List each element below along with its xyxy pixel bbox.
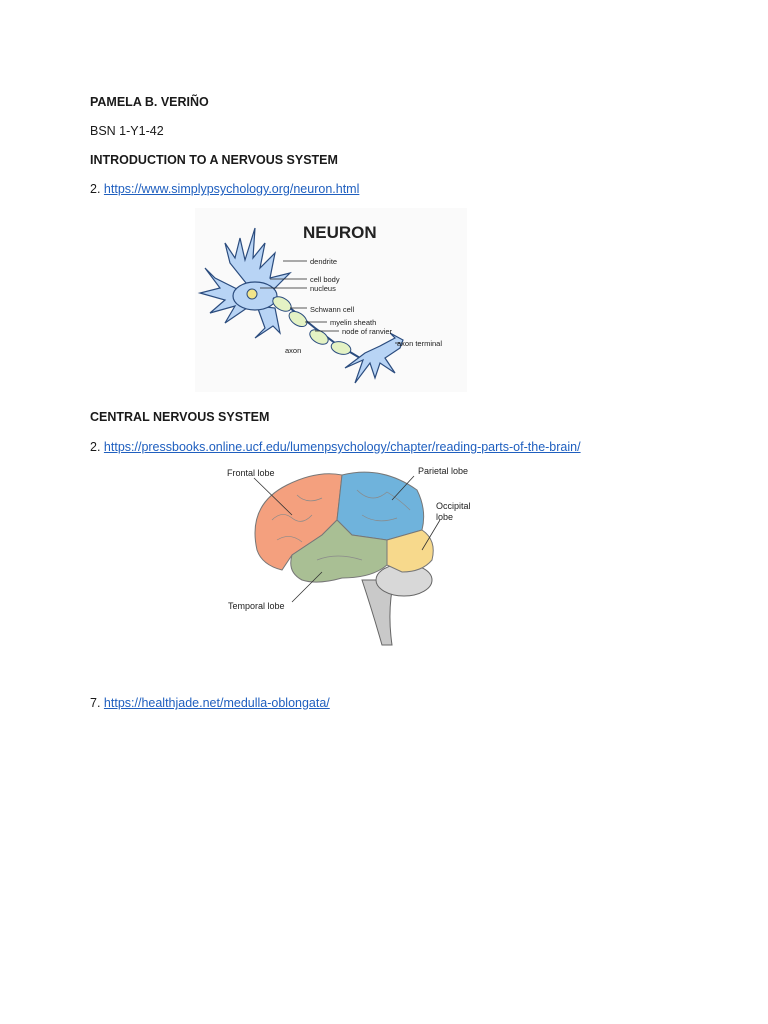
section-code: BSN 1-Y1-42 — [90, 124, 164, 138]
reference-link-neuron[interactable]: https://www.simplypsychology.org/neuron.… — [103, 182, 360, 196]
reference-item: 2. https://www.simplypsychology.org/neur… — [90, 181, 359, 197]
brain-folds — [271, 489, 411, 561]
author-name: PAMELA B. VERIÑO — [90, 95, 209, 109]
label-myelin-sheath: myelin sheath — [330, 318, 376, 327]
occipital-lobe-shape — [386, 529, 434, 573]
neuron-diagram: NEURON dendrite ce — [195, 208, 467, 392]
reference-item: 7. https://healthjade.net/medulla-oblong… — [90, 695, 330, 711]
label-axon: axon — [285, 346, 301, 355]
label-dendrite: dendrite — [310, 257, 337, 266]
axon-terminal-shape — [344, 332, 404, 384]
reference-number: 2. — [90, 182, 101, 196]
label-node-of-ranvier: node of ranvier — [342, 327, 393, 336]
reference-item: 2. https://pressbooks.online.ucf.edu/lum… — [90, 439, 581, 455]
label-nucleus: nucleus — [310, 284, 336, 293]
reference-link-medulla[interactable]: https://healthjade.net/medulla-oblongata… — [103, 696, 330, 710]
brain-diagram: Frontal lobe Parietal lobe Occipital lob… — [227, 466, 471, 646]
label-cell-body: cell body — [310, 275, 340, 284]
heading-central-nervous-system: CENTRAL NERVOUS SYSTEM — [90, 410, 270, 424]
temporal-lobe-shape — [290, 519, 388, 583]
label-parietal-lobe: Parietal lobe — [418, 466, 468, 476]
label-axon-terminal: axon terminal — [397, 339, 442, 348]
reference-link-brain[interactable]: https://pressbooks.online.ucf.edu/lumenp… — [103, 440, 581, 454]
reference-number: 7. — [90, 696, 101, 710]
parietal-lobe-shape — [336, 471, 425, 541]
myelin-sheath-shapes — [272, 296, 352, 355]
label-temporal-lobe: Temporal lobe — [228, 601, 285, 611]
heading-introduction: INTRODUCTION TO A NERVOUS SYSTEM — [90, 153, 338, 167]
reference-number: 2. — [90, 440, 101, 454]
nucleus-shape — [246, 288, 258, 300]
neuron-title: NEURON — [303, 223, 377, 242]
label-schwann-cell: Schwann cell — [310, 305, 355, 314]
label-occipital-lobe-line1: Occipital — [436, 501, 471, 511]
label-frontal-lobe: Frontal lobe — [227, 468, 275, 478]
label-occipital-lobe-line2: lobe — [436, 512, 453, 522]
frontal-lobe-shape — [254, 473, 343, 571]
